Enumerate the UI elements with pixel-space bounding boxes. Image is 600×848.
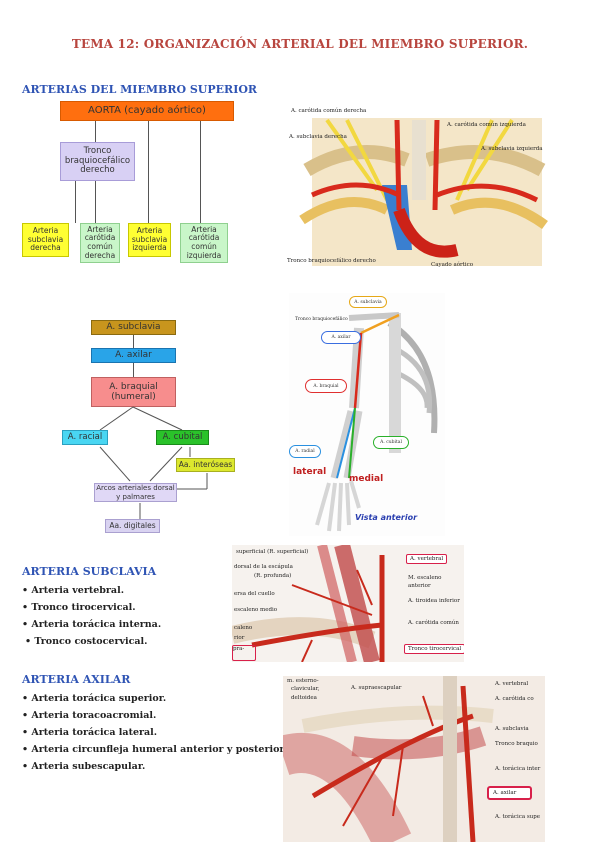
- subclavia-illustration: superficial (R. superficial) dorsal de l…: [232, 545, 464, 662]
- label-vista-anterior: Vista anterior: [355, 513, 418, 522]
- flow-braquial: A. braquial (humeral): [91, 377, 176, 407]
- section-heading-subclavia: ARTERIA SUBCLAVIA: [22, 565, 157, 578]
- label-r2: M. escaleno: [408, 575, 442, 581]
- axilar-illustration: m. esterno- clavicular, deltoidea A. sup…: [283, 676, 545, 842]
- subclavia-branch-list: Arteria vertebral. Tronco tirocervical. …: [22, 582, 161, 650]
- connector-line: [200, 121, 201, 223]
- list-item: Arteria torácica lateral.: [22, 724, 290, 741]
- flow-digitales: Aa. digitales: [105, 519, 160, 533]
- flow-radial: A. racial: [62, 430, 108, 445]
- flow-interoseas: Aa. interóseas: [176, 458, 235, 472]
- aortic-arch-illustration: A. carótida común derecha A. subclavia d…: [287, 100, 555, 270]
- label-tronco-braquio: Tronco braquiocefálico: [295, 317, 348, 322]
- label-r4: Tronco braquio: [495, 741, 538, 747]
- label-l6: caleno: [234, 625, 253, 631]
- label-t2: clavicular,: [291, 686, 320, 692]
- label-l1: superficial (R. superficial): [236, 549, 309, 555]
- label-medial: medial: [349, 474, 384, 484]
- connector-line: [95, 181, 96, 223]
- label-r4: A. tiroidea inferior: [408, 598, 460, 604]
- label-carotida-der: A. carótida común derecha: [291, 108, 367, 114]
- list-item: Arteria subescapular.: [22, 758, 290, 775]
- arm-skeleton-drawing: [315, 312, 438, 532]
- label-r5: A. torácica inter: [495, 766, 541, 772]
- list-item: Arteria vertebral.: [22, 582, 161, 599]
- axilar-drawing: [283, 676, 494, 842]
- flow-cubital: A. cubital: [156, 430, 209, 445]
- label-r3: anterior: [408, 583, 431, 589]
- list-item: Arteria torácica interna.: [22, 616, 161, 633]
- flow-subclavia: A. subclavia: [91, 320, 176, 335]
- tag-subclavia: A. subclavia: [349, 296, 387, 308]
- label-l7: rior: [234, 635, 245, 641]
- label-t1: m. esterno-: [287, 678, 319, 684]
- label-r1: A. vertebral: [406, 554, 448, 564]
- subclavia-drawing: [232, 545, 385, 662]
- flow-arrows: [99, 406, 208, 519]
- connector-line: [133, 335, 134, 348]
- leaf-subclavia-izq: Arteria subclavia izquierda: [128, 223, 171, 257]
- label-tronco: Tronco braquiocefálico derecho: [287, 258, 376, 264]
- section-heading-axilar: ARTERIA AXILAR: [22, 673, 131, 686]
- label-r7: A. torácica supe: [495, 814, 540, 820]
- leaf-carotida-der: Arteria carótida común derecha: [80, 223, 120, 263]
- label-subclavia-izq: A. subclavia izquierda: [481, 146, 543, 152]
- label-r6: Tronco tirocervical: [404, 644, 464, 654]
- label-l2: dorsal de la escápula: [234, 564, 293, 570]
- list-item: Arteria circunfleja humeral anterior y p…: [22, 741, 290, 758]
- connector-line: [133, 363, 134, 377]
- connector-line: [75, 181, 76, 223]
- label-t3: deltoidea: [291, 695, 317, 701]
- flow-axilar: A. axilar: [91, 348, 176, 363]
- label-l4: ersa del cuello: [234, 591, 275, 597]
- tag-axilar: A. axilar: [321, 331, 361, 344]
- label-r5: A. carótida común: [408, 620, 459, 626]
- list-item: Arteria torácica superior.: [22, 690, 290, 707]
- flow-arcos: Arcos arteriales dorsal y palmares: [94, 483, 177, 502]
- tag-braquial: A. braquial: [305, 379, 347, 393]
- label-l5: escaleno medio: [234, 607, 278, 613]
- label-r3: A. subclavia: [495, 726, 529, 732]
- aortic-arch-drawing: [299, 118, 548, 266]
- label-cayado: Cayado aórtico: [431, 262, 474, 268]
- tag-cubital: A. cubital: [373, 436, 409, 449]
- list-item: Arteria toracoacromial.: [22, 707, 290, 724]
- label-r2: A. carótida co: [495, 696, 534, 702]
- axilar-branch-list: Arteria torácica superior. Arteria torac…: [22, 690, 290, 775]
- leaf-subclavia-der: Arteria subclavia derecha: [22, 223, 69, 257]
- aorta-box: AORTA (cayado aórtico): [60, 101, 234, 121]
- tronco-box: Tronco braquiocefálico derecho: [60, 142, 135, 181]
- label-r1: A. vertebral: [495, 681, 529, 687]
- label-r6: A. axilar: [487, 786, 533, 800]
- list-item: Tronco tirocervical.: [22, 599, 161, 616]
- page-title: TEMA 12: ORGANIZACIÓN ARTERIAL DEL MIEMB…: [71, 37, 529, 51]
- label-lateral: lateral: [293, 467, 327, 477]
- label-carotida-izq: A. carótida común izquierda: [447, 122, 526, 128]
- label-b1: pra-: [232, 645, 256, 661]
- arm-skeleton-illustration: A. subclavia Tronco braquiocefálico A. a…: [289, 293, 445, 536]
- label-subclavia-der: A. subclavia derecha: [289, 134, 347, 140]
- label-t4: A. supraescapular: [351, 685, 402, 691]
- connector-line: [148, 121, 149, 223]
- label-l3: (R. profunda): [254, 573, 292, 579]
- section-heading-arterias: ARTERIAS DEL MIEMBRO SUPERIOR: [22, 83, 258, 96]
- list-item: Tronco costocervical.: [22, 633, 161, 650]
- leaf-carotida-izq: Arteria carótida común izquierda: [180, 223, 228, 263]
- tag-radial: A. radial: [289, 445, 321, 458]
- connector-line: [95, 121, 96, 142]
